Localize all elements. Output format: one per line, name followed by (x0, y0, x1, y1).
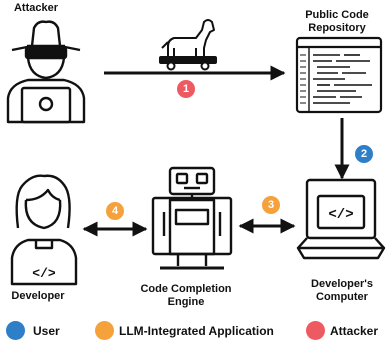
developers-computer-icon: </> (296, 178, 386, 260)
svg-text:</>: </> (32, 266, 56, 281)
step-badge-3: 3 (262, 196, 280, 214)
step-badge-2: 2 (355, 145, 373, 163)
legend-dot-user (6, 321, 25, 340)
repository-label-line1: Public Code (305, 9, 369, 21)
legend-label-attacker: Attacker (330, 324, 379, 338)
legend-dot-llm-app (95, 321, 114, 340)
trojan-horse-icon (159, 19, 217, 71)
computer-label-line1: Developer's (311, 278, 373, 290)
repository-icon (295, 36, 383, 114)
svg-text:</>: </> (328, 207, 353, 223)
repository-label-line2: Repository (308, 22, 366, 34)
legend-label-llm-app: LLM-Integrated Application (119, 324, 274, 338)
legend-label-user: User (33, 324, 60, 338)
step-badge-1: 1 (177, 80, 195, 98)
computer-label-line2: Computer (316, 291, 368, 303)
step-badge-4: 4 (106, 202, 124, 220)
legend-dot-attacker (306, 321, 325, 340)
attacker-icon (6, 20, 86, 124)
developer-icon: </> (10, 174, 78, 286)
attacker-label: Attacker (13, 2, 59, 14)
developer-label: Developer (11, 290, 65, 302)
engine-label-line1: Code Completion (140, 283, 232, 295)
engine-label-line2: Engine (167, 296, 205, 308)
code-completion-engine-icon (151, 166, 233, 270)
